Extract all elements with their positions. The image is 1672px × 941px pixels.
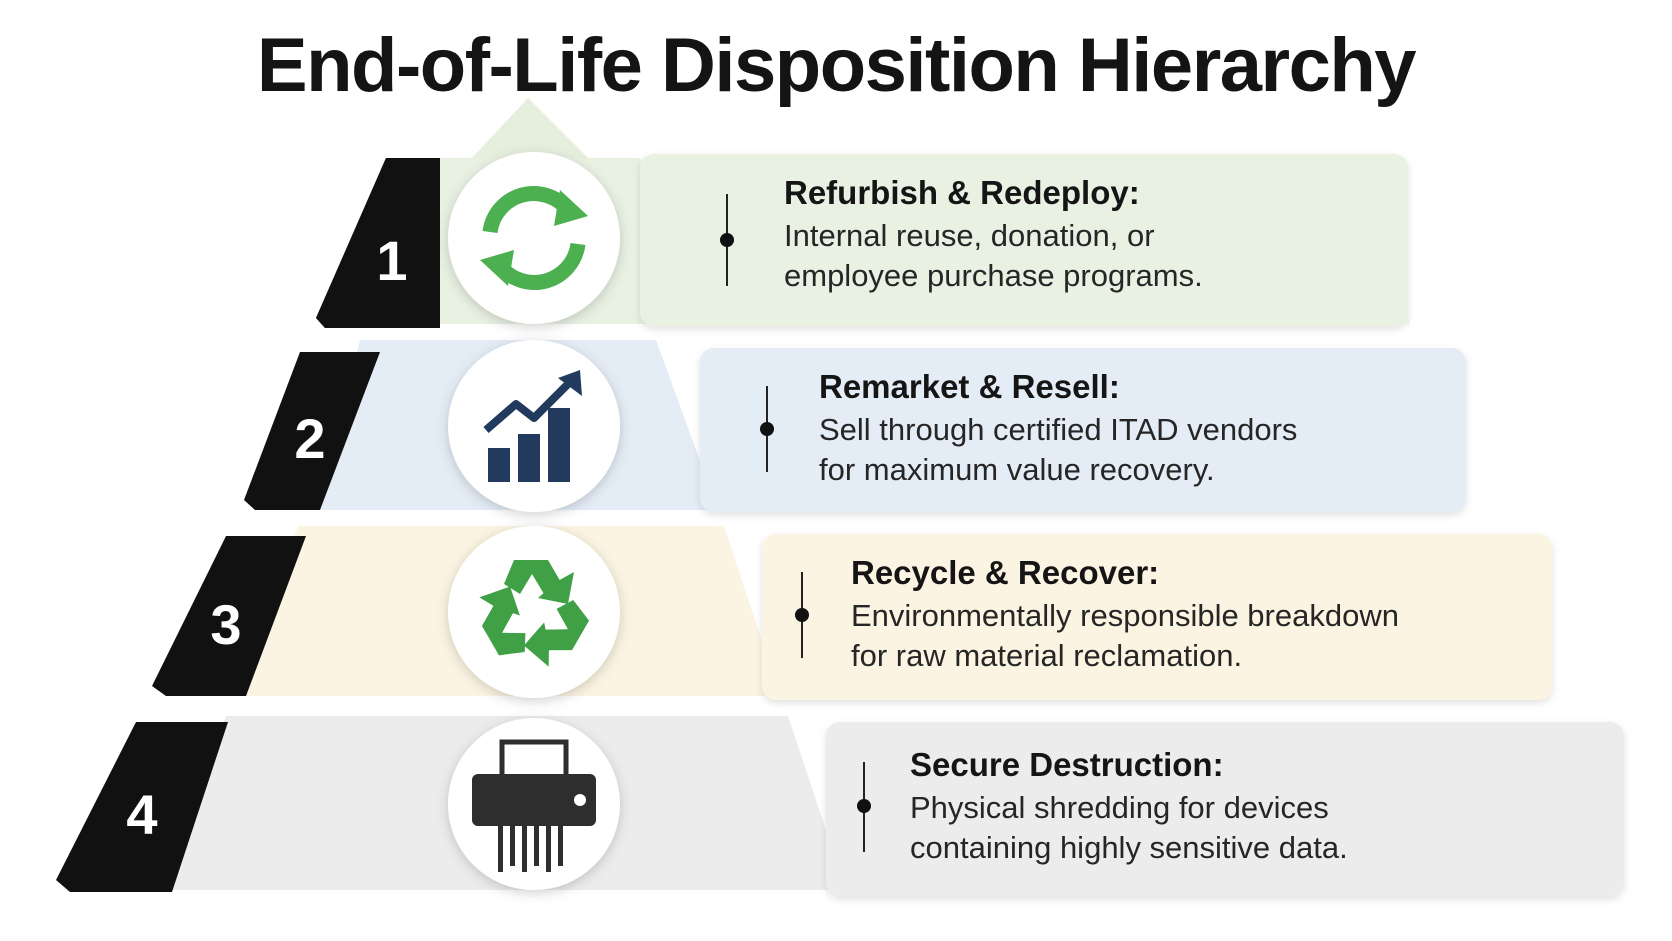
pyramid-apex (470, 98, 590, 160)
tier-4-description-line: Physical shredding for devices (910, 790, 1329, 825)
growth-chart-icon (483, 370, 582, 482)
tier-4-heading: Secure Destruction: (910, 746, 1224, 783)
recycle-icon (479, 560, 590, 667)
tier-2: 2 (244, 340, 1466, 512)
tier-1-icon-circle (448, 152, 620, 324)
tier-1-heading: Refurbish & Redeploy: (784, 174, 1140, 211)
tier-2-text: Remarket & Resell: Sell through certifie… (819, 368, 1297, 490)
tier-4-number: 4 (126, 783, 157, 846)
tier-3-right-band (762, 534, 1552, 700)
tier-1-description-line: employee purchase programs. (784, 258, 1203, 293)
tier-4-description-line: containing highly sensitive data. (910, 830, 1348, 865)
tier-4-divider-dot (857, 799, 871, 813)
tier-4-description: Physical shredding for devices containin… (910, 788, 1348, 868)
page-title: End-of-Life Disposition Hierarchy (256, 23, 1417, 108)
tier-1-description: Internal reuse, donation, or employee pu… (784, 216, 1203, 296)
tier-1-text: Refurbish & Redeploy: Internal reuse, do… (784, 174, 1203, 296)
tier-2-divider-dot (760, 422, 774, 436)
tier-4-right-band (826, 722, 1624, 896)
tier-3-description-line: for raw material reclamation. (851, 638, 1243, 673)
tier-2-description-line: Sell through certified ITAD vendors (819, 412, 1298, 447)
shredder-icon (472, 739, 596, 872)
tier-2-number: 2 (294, 407, 325, 470)
tier-2-description-line: for maximum value recovery. (819, 452, 1215, 487)
tier-4: 4 (56, 716, 1624, 896)
tier-1-right-band (640, 154, 1408, 326)
tier-1: 1 (316, 152, 1410, 328)
tier-4-number-badge (56, 722, 228, 892)
tier-3-icon-circle (448, 526, 620, 698)
tier-4-text: Secure Destruction: Physical shredding f… (910, 746, 1348, 868)
tier-3-divider-dot (795, 608, 809, 622)
tier-3-description-line: Environmentally responsible breakdown (851, 598, 1399, 633)
tier-1-divider-dot (720, 233, 734, 247)
tier-3-text: Recycle & Recover: Environmentally respo… (851, 554, 1399, 676)
tier-3-description: Environmentally responsible breakdown fo… (851, 596, 1399, 676)
tier-1-right-band-slant (1330, 154, 1410, 326)
refresh-cycle-icon (480, 186, 588, 290)
tier-3-number: 3 (210, 593, 241, 656)
tier-2-heading: Remarket & Resell: (819, 368, 1120, 405)
tier-1-description-line: Internal reuse, donation, or (784, 218, 1155, 253)
tier-3-number-badge (152, 536, 306, 696)
tier-2-description: Sell through certified ITAD vendors for … (819, 410, 1297, 490)
tier-3-heading: Recycle & Recover: (851, 554, 1160, 591)
tier-2-icon-circle (448, 340, 620, 512)
tier-3: 3 (152, 526, 1552, 700)
tier-2-number-badge (244, 352, 380, 510)
tier-2-right-band (700, 348, 1466, 512)
tier-1-number: 1 (376, 229, 407, 292)
